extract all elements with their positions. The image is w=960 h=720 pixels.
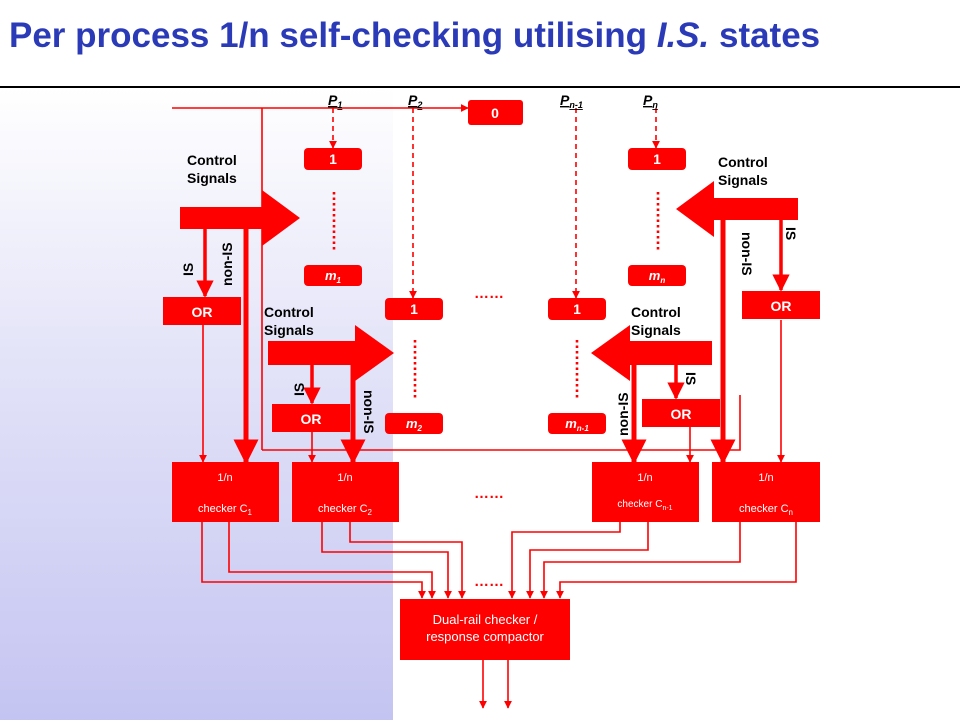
title-tail-text: states [709,16,821,55]
process-p1-label: P1 [328,92,342,110]
memory-m2-text: m2 [406,416,423,433]
title-divider [0,86,960,88]
memory-m1-box [304,265,362,286]
cn1-out-a [508,522,621,599]
process-p2-label: P2 [408,92,422,110]
state-zero-box [468,100,523,125]
is-label-2: IS [291,383,307,396]
checker-cn-line2: checker Cn [739,503,793,517]
is-label-1: IS [180,263,196,276]
checker-cn1-box [592,462,699,522]
checker-c2-box [292,462,399,522]
cn-out-b [556,522,797,599]
non-is-label-n: non-IS [739,232,755,276]
state-one-p1-box [304,148,362,170]
or-box-n [742,291,820,319]
control-arrow-n [676,181,798,237]
checker-c2-line1: 1/n [337,472,352,484]
state-one-pn1-box [548,298,606,320]
or-text-2: OR [301,411,322,427]
checker-cn1-line1: 1/n [637,472,652,484]
is-label-n: IS [783,227,799,240]
or-box-1 [163,297,241,325]
return-bus-line [262,395,741,451]
title-main-text: Per process 1/n self-checking utilising [9,16,657,55]
checker-cn-box [712,462,820,522]
process-pn1-label: Pn-1 [560,92,583,110]
ellipsis-checkers: …… [474,485,504,502]
checker-c1-line1: 1/n [217,472,232,484]
cn1-out-b [526,522,649,599]
control-signals-2-line1: Control [264,304,314,320]
checker-c1-box [172,462,279,522]
checker-cn1-line2: checker Cn-1 [617,499,672,512]
page-title: Per process 1/n self-checking utilising … [9,16,820,56]
state-one-pn1-text: 1 [573,301,581,317]
memory-mn-box [628,265,686,286]
control-signals-n-line2: Signals [718,172,768,188]
dual-rail-compactor-box [400,599,570,660]
control-signals-2-line2: Signals [264,322,314,338]
non-is-label-1: non-IS [219,242,235,286]
or-text-1: OR [192,304,213,320]
c1-out-a [201,522,426,599]
non-is-label-2: non-IS [361,390,377,434]
memory-mn1-text: mn-1 [565,416,589,433]
or-box-2 [272,404,350,432]
checker-c2-line2: checker C2 [318,503,373,517]
ellipsis-outputs: …… [474,573,504,590]
non-is-label-n1: non-IS [615,392,631,436]
c1-out-b [228,522,436,599]
compactor-line1: Dual-rail checker / [433,612,538,627]
control-signals-n1-line2: Signals [631,322,681,338]
control-arrow-1 [180,190,300,246]
c2-out-a [321,522,452,599]
memory-mn1-box [548,413,606,434]
state-zero-text: 0 [491,105,499,121]
checker-cn-line1: 1/n [758,472,773,484]
state-one-p1-text: 1 [329,151,337,167]
ellipsis-states: …… [474,285,504,302]
compactor-line2: response compactor [426,629,544,644]
memory-mn-text: mn [649,268,666,285]
c2-out-b [349,522,466,599]
memory-m2-box [385,413,443,434]
control-arrow-n1 [591,325,712,381]
is-label-n1: IS [683,372,699,385]
control-signals-1-line2: Signals [187,170,237,186]
control-signals-1-line1: Control [187,152,237,168]
control-signals-n1-line1: Control [631,304,681,320]
state-one-p2-text: 1 [410,301,418,317]
cn-out-a [540,522,741,599]
or-box-n1 [642,399,720,427]
control-signals-n-line1: Control [718,154,768,170]
memory-m1-text: m1 [325,268,342,285]
control-arrow-2 [268,325,394,381]
or-text-n1: OR [671,406,692,422]
state-one-p2-box [385,298,443,320]
or-text-n: OR [771,298,792,314]
state-one-pn-text: 1 [653,151,661,167]
process-pn-label: Pn [643,92,658,110]
title-italic-text: I.S. [656,16,710,55]
state-one-pn-box [628,148,686,170]
checker-c1-line2: checker C1 [198,503,253,517]
